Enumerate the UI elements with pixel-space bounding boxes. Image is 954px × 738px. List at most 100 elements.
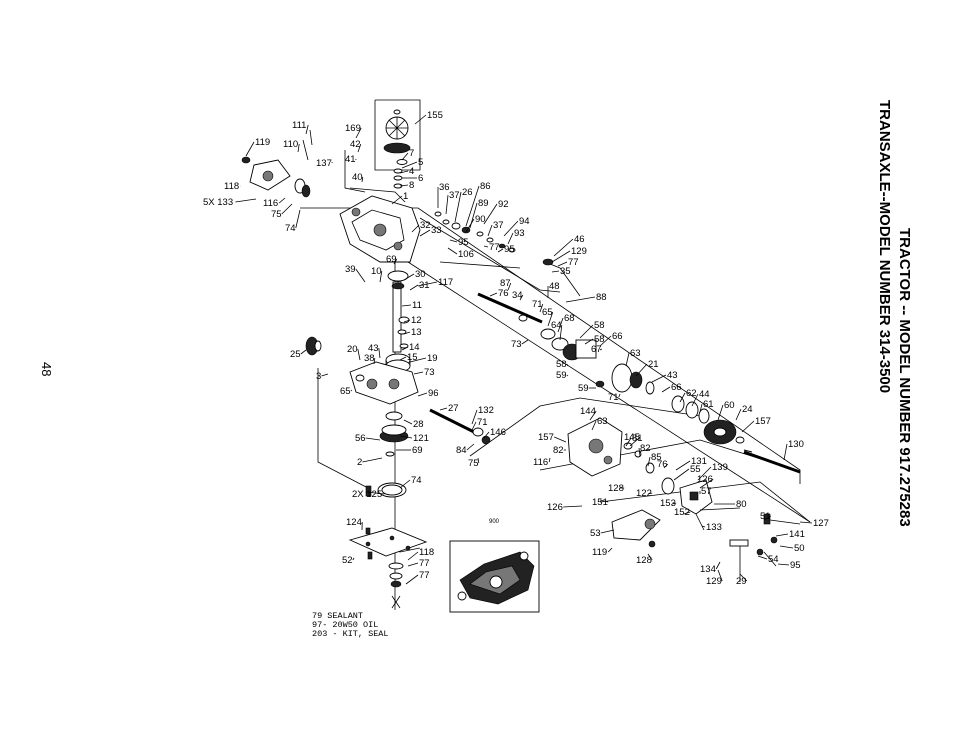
callout-108: 76 [657,459,669,470]
callout-78: 66 [661,382,682,393]
part-number-label: 55 [690,464,701,475]
part-number-label: 92 [498,199,509,210]
callout-106: 116 [533,457,551,468]
bottom-cover-plate-part [348,527,428,560]
part-number-label: 169 [345,123,361,134]
part-number-label: 30 [415,269,426,280]
part-number-label: 36 [439,182,450,193]
part-number-label: 157 [755,416,771,427]
callout-114: 126 [697,474,714,489]
leader-line [551,270,560,273]
callout-74: 3 [316,371,329,382]
leader-line [521,339,529,345]
leader-line [579,324,594,339]
callout-110: 130 [783,439,804,461]
callout-134: 77 [407,558,430,569]
axle-shaft-76-part [743,449,801,474]
leader-line [783,443,788,461]
callout-41: 10 [371,266,383,283]
callout-50: 88 [565,292,607,303]
leader-line [675,460,691,471]
callout-118: 2X 125 [352,489,385,500]
part-number-label: 48 [549,281,560,292]
leader-line [297,143,300,153]
leader-line [651,374,667,383]
part-number-label: 5 [418,157,423,168]
callout-85: 60 [717,400,735,421]
callout-24: 92 [483,199,509,225]
part-number-label: 90 [475,214,486,225]
leader-line [399,479,411,489]
leader-line [647,456,651,467]
part-number-label: 87 [500,278,511,289]
part-number-label: 82 [640,443,651,454]
note-oil: 97- 20W50 OIL [312,620,378,630]
part-number-label: 28 [413,419,424,430]
part-number-label: 34 [512,290,523,301]
callout-15: 5X 133 [203,197,257,208]
leader-line [350,389,353,392]
callout-33: 106 [447,247,474,260]
part-number-label: 81 [632,433,643,444]
callout-79: 59 [578,383,596,394]
left-bracket-part [241,129,313,198]
part-number-label: 4 [409,166,414,177]
part-number-label: 31 [419,280,430,291]
leader-line [419,229,431,237]
callout-6: 7 [401,148,414,161]
part-number-label: 93 [514,228,525,239]
part-number-label: 88 [596,292,607,303]
part-number-label: 71 [477,417,488,428]
callout-67: 38 [364,353,376,365]
part-number-label: 157 [538,432,554,443]
note-seal-kit: 203 - KIT, SEAL [312,629,389,639]
part-number-label: 71 [608,392,619,403]
leader-line [409,357,427,363]
callout-91: 71 [471,417,488,431]
part-number-label: 95 [790,560,801,571]
callout-23: 86 [465,181,491,227]
part-number-label: 58 [556,359,567,370]
part-number-label: 152 [674,507,690,518]
callout-129: 53 [590,528,615,539]
leader-line [399,184,409,187]
part-number-label: 128 [608,483,624,494]
leader-line [278,197,286,204]
part-number-label: 62 [686,388,697,399]
callout-13: 8 [399,180,414,191]
part-number-label: 54 [768,554,779,565]
callout-42: 69 [386,254,398,265]
callout-133: 119 [592,547,613,558]
leader-line [563,505,583,508]
leader-line [699,478,714,489]
callout-45: 31 [409,280,430,291]
callout-29: 33 [419,225,442,237]
leader-line [466,443,475,451]
leader-line [503,220,519,237]
callout-10: 4 [399,166,414,177]
part-number-label: 58 [594,320,605,331]
leader-line [405,574,419,585]
leader-line [447,247,458,255]
leader-line [305,124,309,135]
callout-109: 131 [675,456,707,471]
callout-135: 128 [636,553,653,566]
leader-line [497,248,504,253]
callout-38: 77 [557,257,579,268]
callout-0: 155 [414,110,443,125]
leader-line [401,346,409,351]
leader-line [589,410,597,421]
leader-line [407,562,419,567]
callout-20: 36 [437,182,450,208]
upper-housing-part [339,195,421,263]
leader-line [454,191,462,223]
part-number-label: 24 [742,404,753,415]
part-number-label: 65 [340,386,351,397]
part-number-label: 122 [636,488,652,499]
leader-line [671,502,677,505]
assembled-view-inset: 900 [449,519,540,613]
part-number-label: 118 [419,547,434,558]
leader-line [483,203,498,225]
callout-8: 41 [345,154,357,165]
